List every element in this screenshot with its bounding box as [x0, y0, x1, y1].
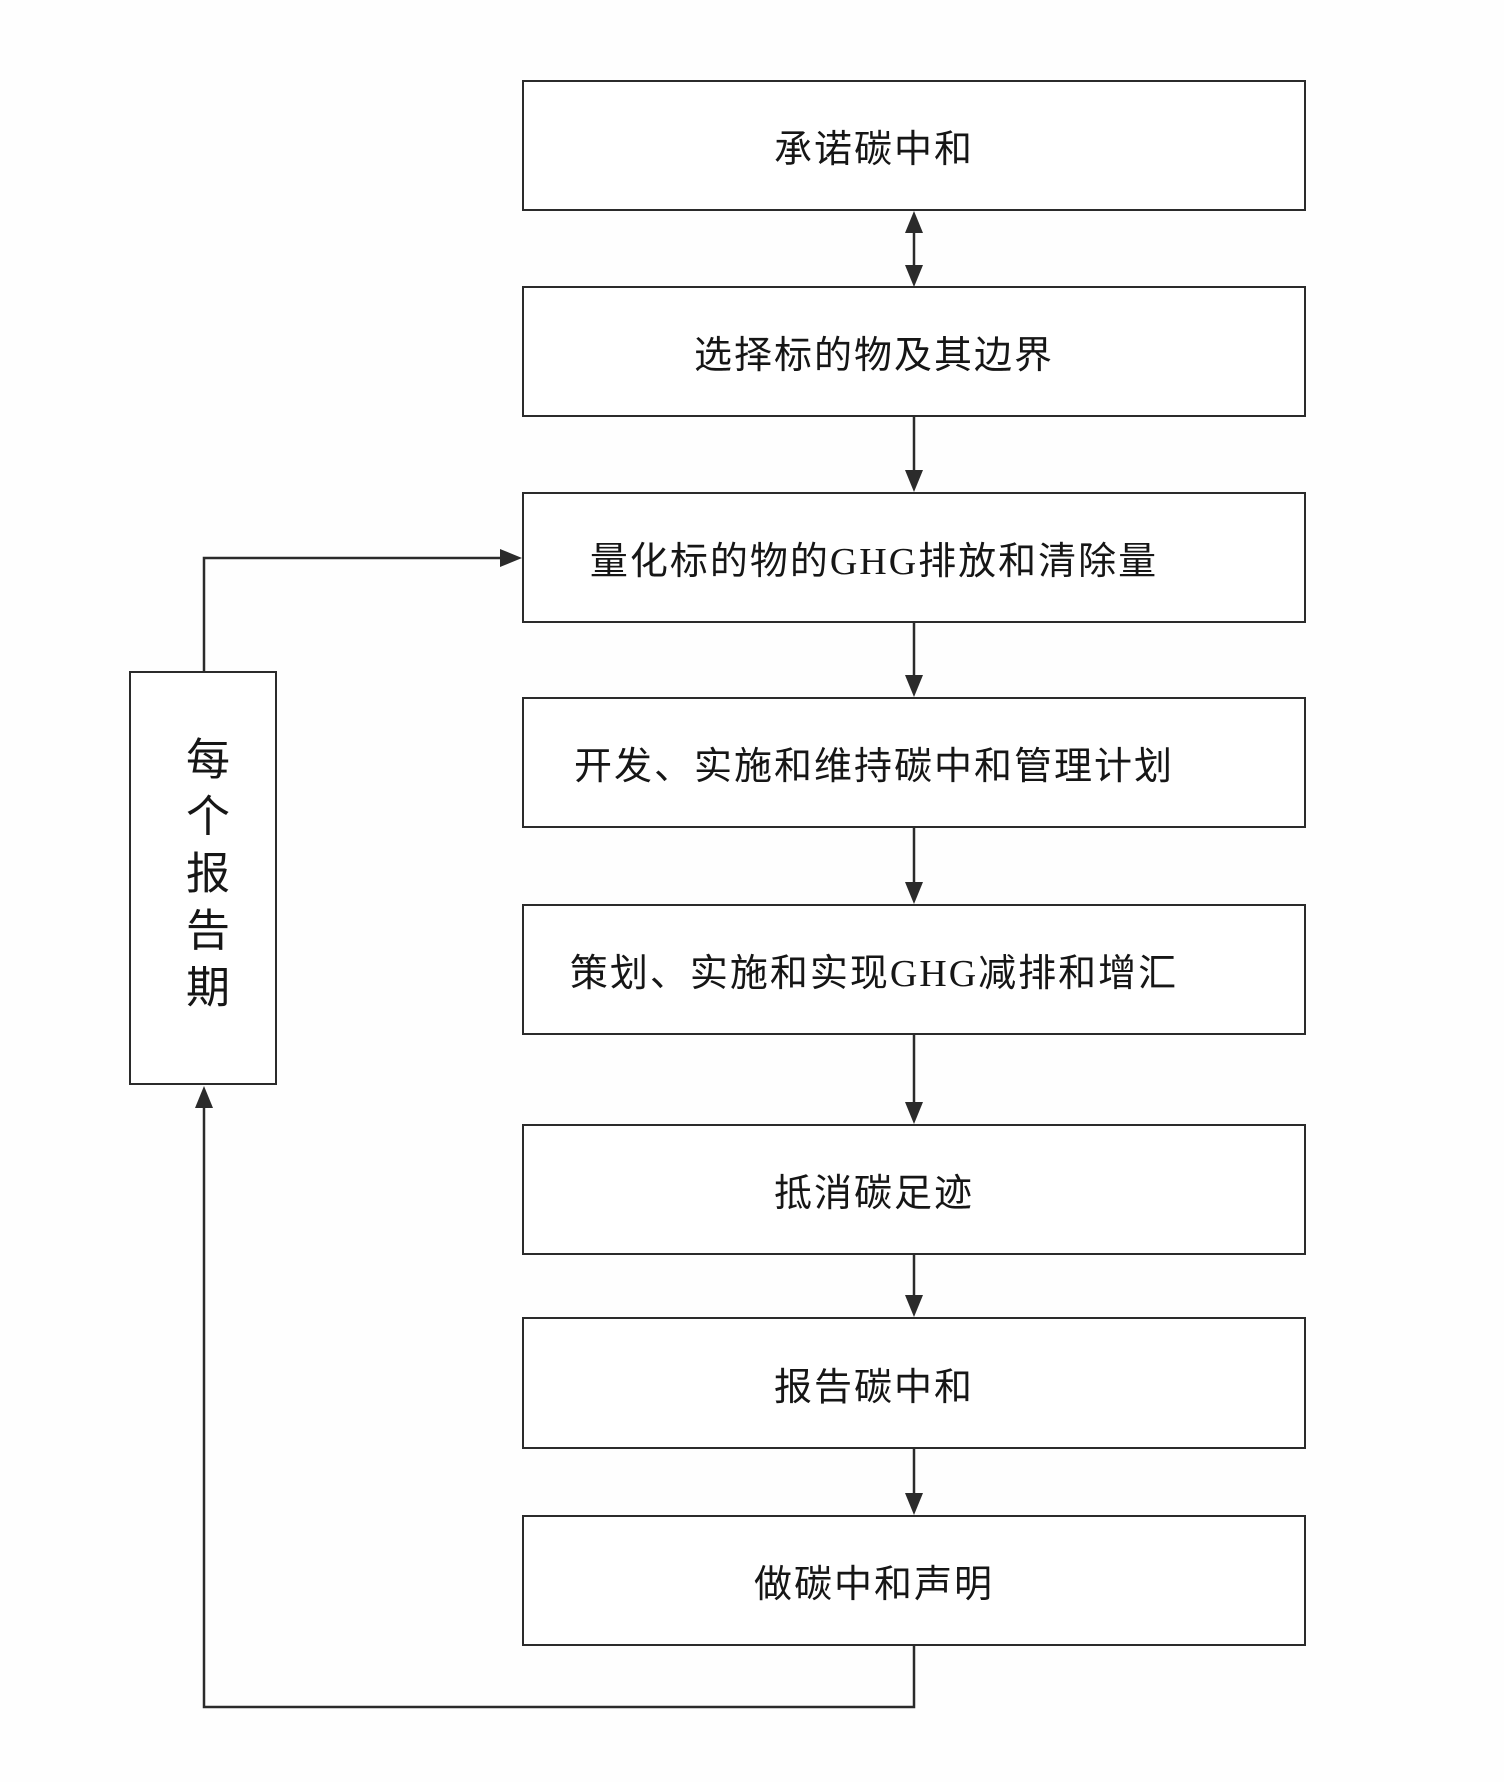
- arrow-commit-select-bidirectional: [905, 211, 923, 287]
- flow-node-reporting-period: 每个报告期: [129, 671, 277, 1085]
- arrow-plan-reduce: [905, 828, 923, 904]
- flow-node-offset-footprint-label: 抵消碳足迹: [773, 1173, 974, 1215]
- flow-node-management-plan: 开发、实施和维持碳中和管理计划: [522, 697, 1306, 828]
- flow-node-select-target: 选择标的物及其边界: [522, 286, 1306, 417]
- arrow-report-declare: [905, 1449, 923, 1515]
- arrow-declare-loop-to-period: [195, 1086, 916, 1709]
- flow-node-report-label: 报告碳中和: [773, 1366, 974, 1409]
- arrow-quantify-plan: [905, 622, 923, 697]
- flow-node-declaration-label: 做碳中和声明: [753, 1564, 994, 1606]
- flow-node-reduction-sink-label: 策划、实施和实现GHG减排和增汇: [569, 953, 1179, 995]
- flow-node-commit-label: 承诺碳中和: [773, 129, 974, 171]
- arrow-reduce-offset: [905, 1035, 923, 1124]
- flow-node-select-target-label: 选择标的物及其边界: [693, 335, 1054, 377]
- flow-node-management-plan-label: 开发、实施和维持碳中和管理计划: [573, 746, 1174, 788]
- flow-node-reporting-period-label: 每个报告期: [179, 735, 228, 1021]
- arrow-period-to-quantify: [202, 549, 522, 671]
- arrow-select-quantify: [905, 417, 923, 492]
- flow-node-quantify-ghg-label: 量化标的物的GHG排放和清除量: [589, 541, 1159, 583]
- flow-node-report: 报告碳中和: [522, 1317, 1306, 1449]
- flow-node-offset-footprint: 抵消碳足迹: [522, 1124, 1306, 1255]
- flow-node-reduction-sink: 策划、实施和实现GHG减排和增汇: [522, 904, 1306, 1035]
- arrow-offset-report: [905, 1255, 923, 1317]
- flow-node-quantify-ghg: 量化标的物的GHG排放和清除量: [522, 492, 1306, 623]
- flow-node-commit: 承诺碳中和: [522, 80, 1306, 211]
- flow-node-declaration: 做碳中和声明: [522, 1515, 1306, 1646]
